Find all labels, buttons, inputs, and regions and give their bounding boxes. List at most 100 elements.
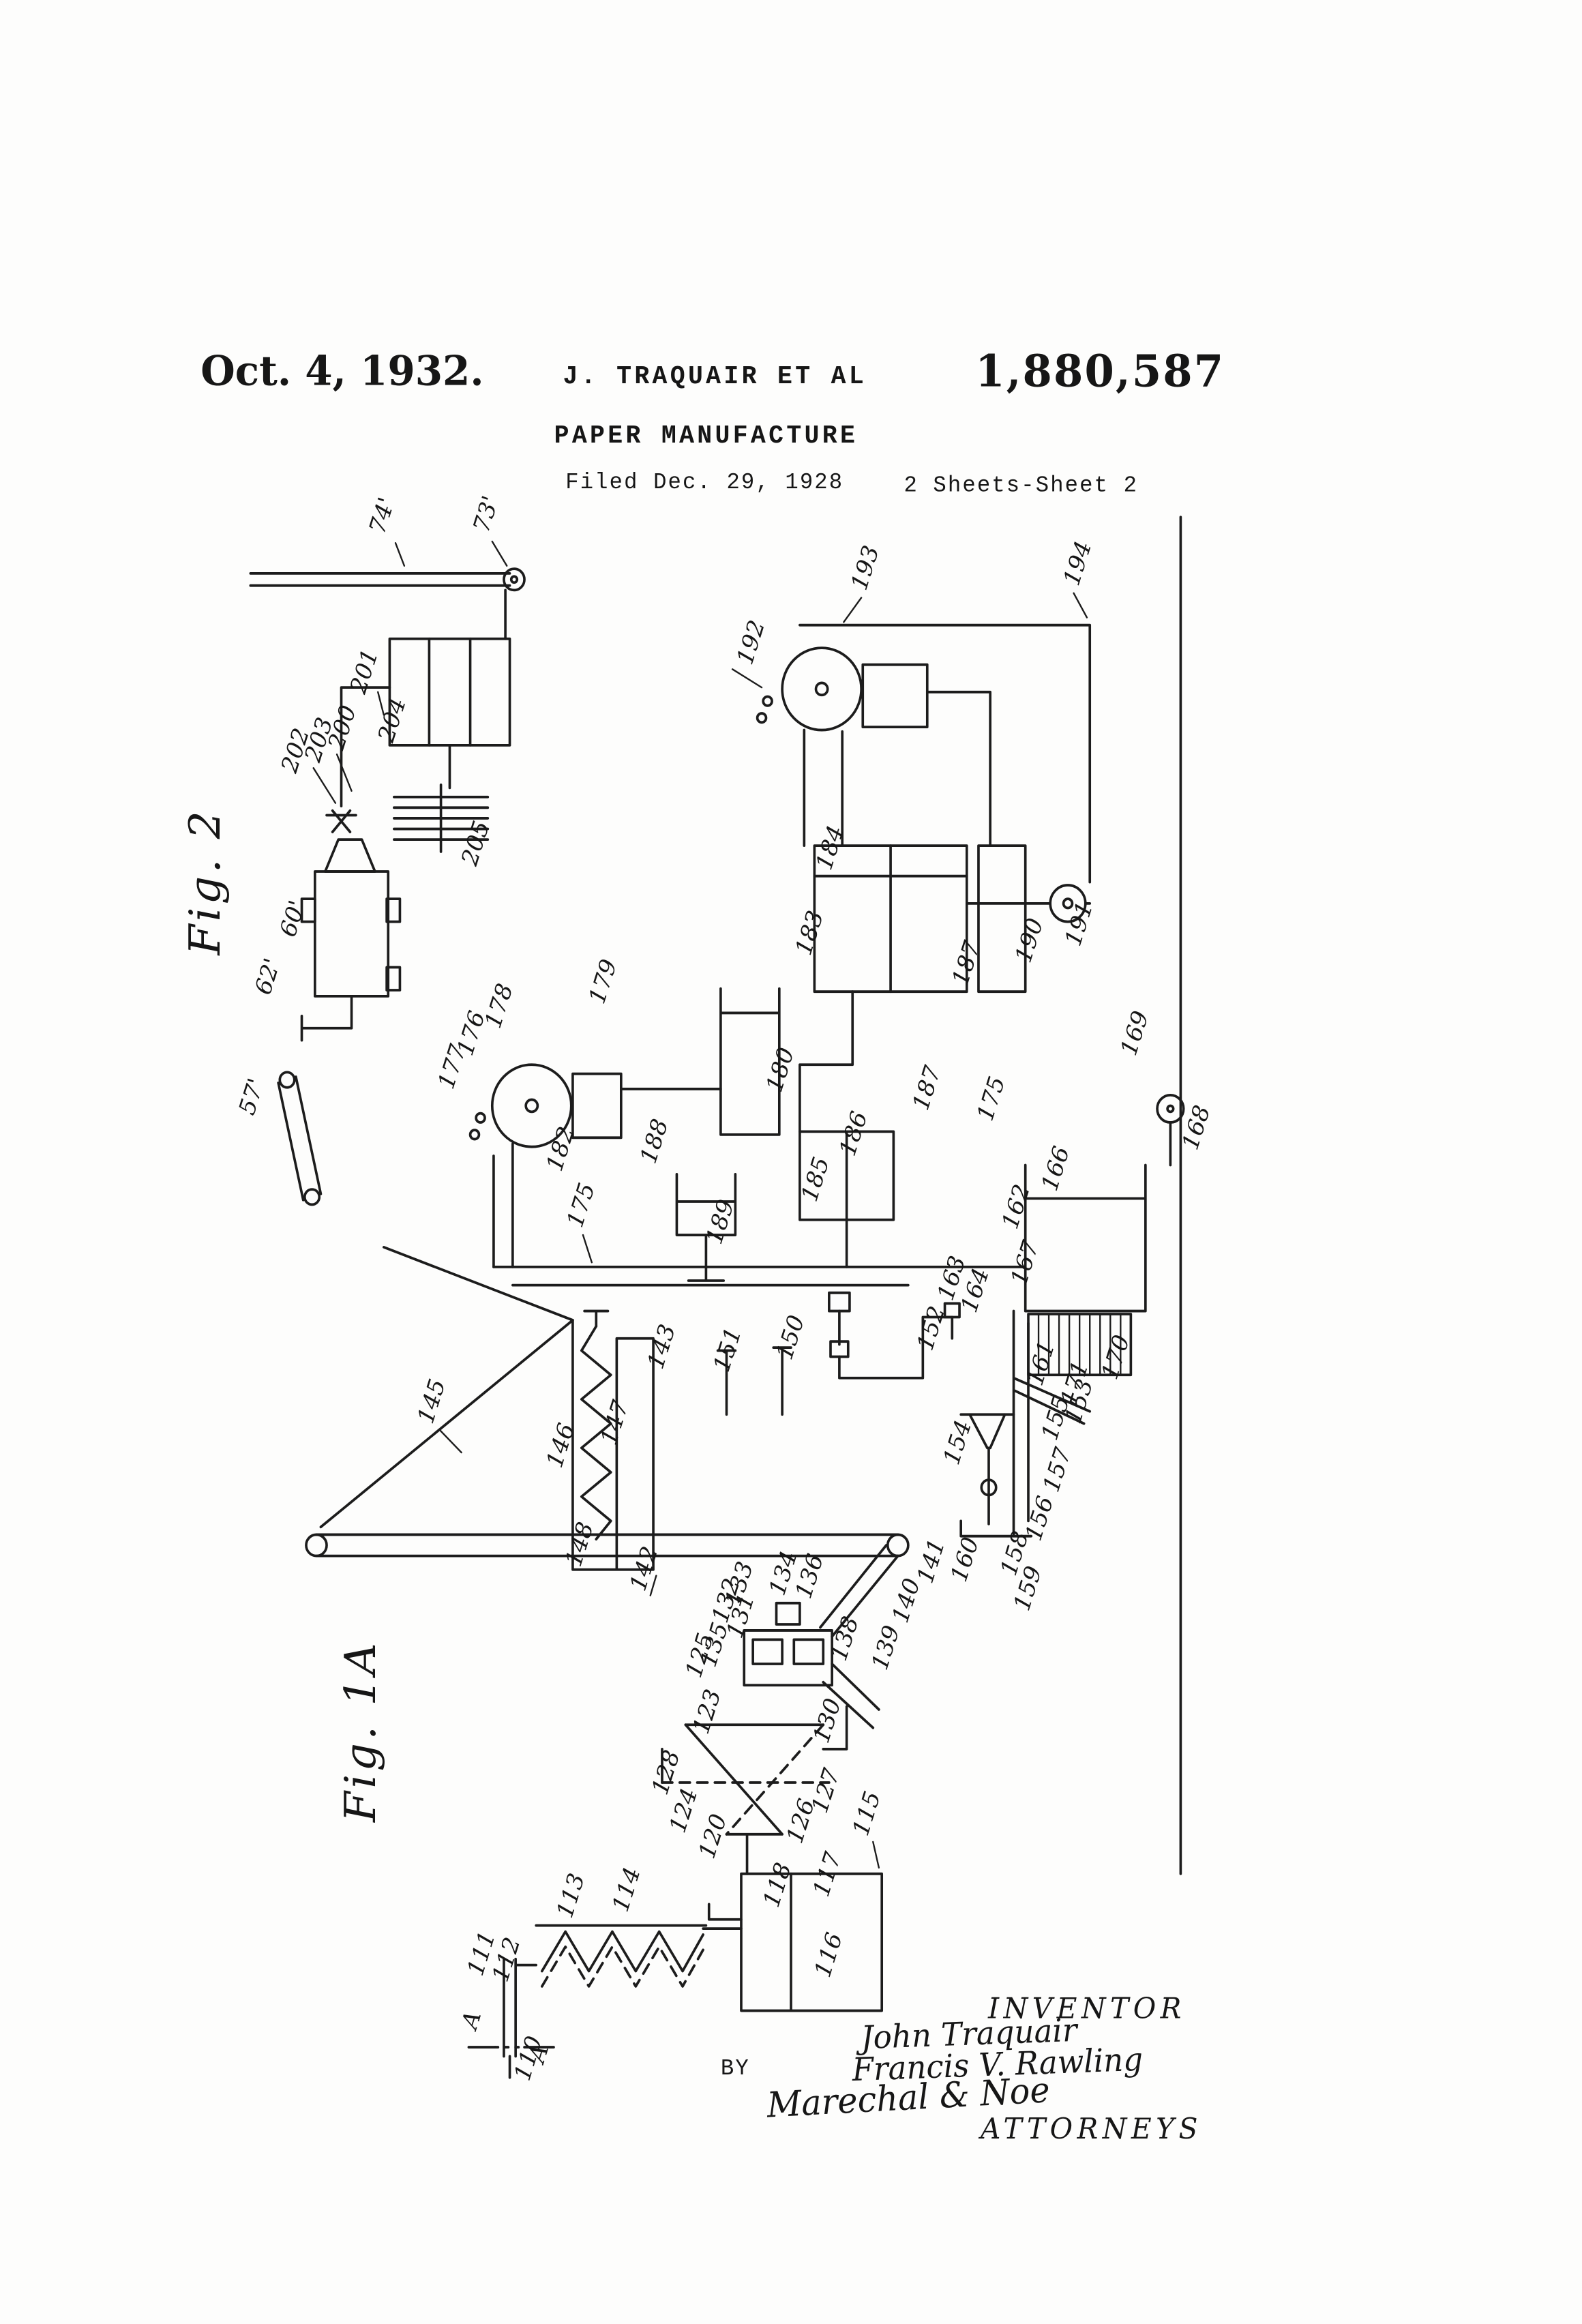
ref-numeral-183: 183: [791, 908, 829, 959]
fig1a-label: Fig. 1A: [335, 1640, 385, 1823]
ref-numeral-175: 175: [563, 1180, 601, 1231]
ref-numeral-179: 179: [584, 956, 623, 1007]
wire-138-139: [822, 1663, 880, 1729]
patent-date: Oct. 4, 1932.: [200, 346, 483, 394]
fig2-label: Fig. 2: [180, 808, 230, 956]
vessel-60-body: [314, 870, 390, 998]
ref-numeral-182: 182: [542, 1123, 580, 1174]
page-header: Oct. 4, 1932. J. TRAQUAIR ET AL 1,880,58…: [200, 344, 1225, 498]
pulper-192: [781, 646, 863, 732]
ref-numeral-148: 148: [561, 1519, 599, 1570]
roller-148: [305, 1533, 328, 1558]
leader-lines: [312, 540, 1088, 1869]
signature-inventor-1: John Traquair: [855, 2011, 1079, 2057]
ref-numeral-115: 115: [848, 1788, 886, 1839]
belt-74: [249, 571, 511, 640]
ref-numeral-160: 160: [946, 1534, 985, 1585]
ref-numeral-139: 139: [867, 1622, 906, 1673]
attorneys-caption: ATTORNEYS: [978, 2111, 1202, 2145]
ref-numeral-157: 157: [1039, 1444, 1077, 1495]
pulper-192-housing: [861, 663, 929, 729]
ref-numeral-175: 175: [972, 1073, 1011, 1124]
ref-numeral-205: 205: [457, 818, 495, 869]
chest-145: [319, 1246, 574, 1529]
fitting-134: [775, 1601, 801, 1626]
ref-numeral-125: 125: [681, 1630, 719, 1681]
ref-numeral-57: 57': [235, 1075, 270, 1118]
ref-numeral-151: 151: [709, 1324, 747, 1375]
ref-numeral-187: 187: [948, 938, 986, 989]
pulper-176: [490, 1063, 573, 1148]
chest-115-118: [740, 1872, 884, 2012]
patent-title: PAPER MANUFACTURE: [554, 421, 859, 451]
ref-numeral-145: 145: [413, 1376, 451, 1427]
ref-numeral-120: 120: [694, 1811, 732, 1862]
valve-157: [980, 1478, 998, 1497]
ref-numeral-62: 62': [250, 955, 286, 998]
ref-numeral-147: 147: [596, 1397, 634, 1448]
ref-numeral-201: 201: [346, 646, 384, 698]
ref-numeral-141: 141: [912, 1536, 951, 1587]
screen-114: [540, 1945, 704, 1988]
ref-numeral-190: 190: [1011, 915, 1049, 966]
ref-numeral-73: 73': [468, 493, 504, 536]
ref-numeral-167: 167: [1006, 1237, 1045, 1288]
ref-numeral-140: 140: [888, 1575, 926, 1626]
tank-200: [388, 637, 511, 747]
tower-143: [571, 1319, 655, 1571]
patent-number: 1,880,587: [975, 344, 1225, 396]
ref-numeral-154: 154: [939, 1417, 977, 1468]
pulper-176-housing: [571, 1072, 623, 1139]
roller-57: [277, 1075, 323, 1202]
ref-numeral-194: 194: [1059, 538, 1097, 589]
ref-numeral-143: 143: [643, 1321, 681, 1372]
ref-numeral-123: 123: [689, 1686, 727, 1738]
ref-numeral-152: 152: [912, 1303, 951, 1354]
ref-numeral-191: 191: [1060, 898, 1099, 949]
ref-numeral-146: 146: [542, 1420, 580, 1471]
pipe-175: [492, 1265, 1027, 1287]
ref-numeral-A: A: [456, 2008, 487, 2034]
sheet-number: 2 Sheets-Sheet 2: [904, 473, 1138, 498]
ref-numeral-130: 130: [809, 1695, 847, 1746]
ref-numeral-166: 166: [1037, 1143, 1075, 1194]
pipe-142: [315, 1533, 899, 1558]
ref-numeral-177: 177: [434, 1041, 472, 1092]
pipes-150-151: [716, 1346, 792, 1416]
signature-block: INVENTOR John Traquair Francis V. Rawlin…: [721, 1991, 1202, 2145]
pulley-190: [1049, 884, 1087, 923]
ref-numeral-187: 187: [908, 1062, 946, 1114]
vessel-60-outlet: [300, 994, 353, 1042]
ref-numeral-162: 162: [998, 1181, 1036, 1232]
pipes-156-161: [959, 1309, 1092, 1538]
ref-numeral-117: 117: [809, 1849, 847, 1900]
vessel-188: [675, 1172, 737, 1282]
ref-numeral-74: 74': [365, 494, 400, 537]
valve-152: [828, 1291, 851, 1313]
cleaner-123: [661, 1705, 848, 1875]
fig2-drawing: [249, 516, 1185, 1875]
ref-numeral-188: 188: [636, 1116, 674, 1167]
ref-numeral-60: 60': [275, 897, 311, 940]
pipe-141: [819, 1544, 899, 1638]
ref-numeral-142: 142: [625, 1543, 663, 1594]
ref-numeral-189: 189: [702, 1197, 740, 1248]
by-label: BY: [721, 2056, 750, 2082]
ref-numeral-138: 138: [826, 1613, 864, 1665]
ref-numeral-186: 186: [835, 1108, 873, 1159]
ref-numeral-114: 114: [608, 1864, 646, 1916]
vessel-180: [719, 987, 781, 1136]
roller-141-end: [886, 1533, 910, 1558]
ref-numeral-192: 192: [732, 617, 771, 668]
roller-73: [503, 567, 526, 592]
ref-numeral-150: 150: [772, 1312, 810, 1363]
ref-numeral-185: 185: [797, 1154, 835, 1205]
ref-numeral-126: 126: [782, 1796, 820, 1847]
inventor-caption: INVENTOR: [987, 1991, 1186, 2025]
filter-press-204: [393, 783, 490, 853]
tank-162-166: [1024, 1163, 1147, 1313]
ref-numeral-184: 184: [811, 822, 850, 874]
